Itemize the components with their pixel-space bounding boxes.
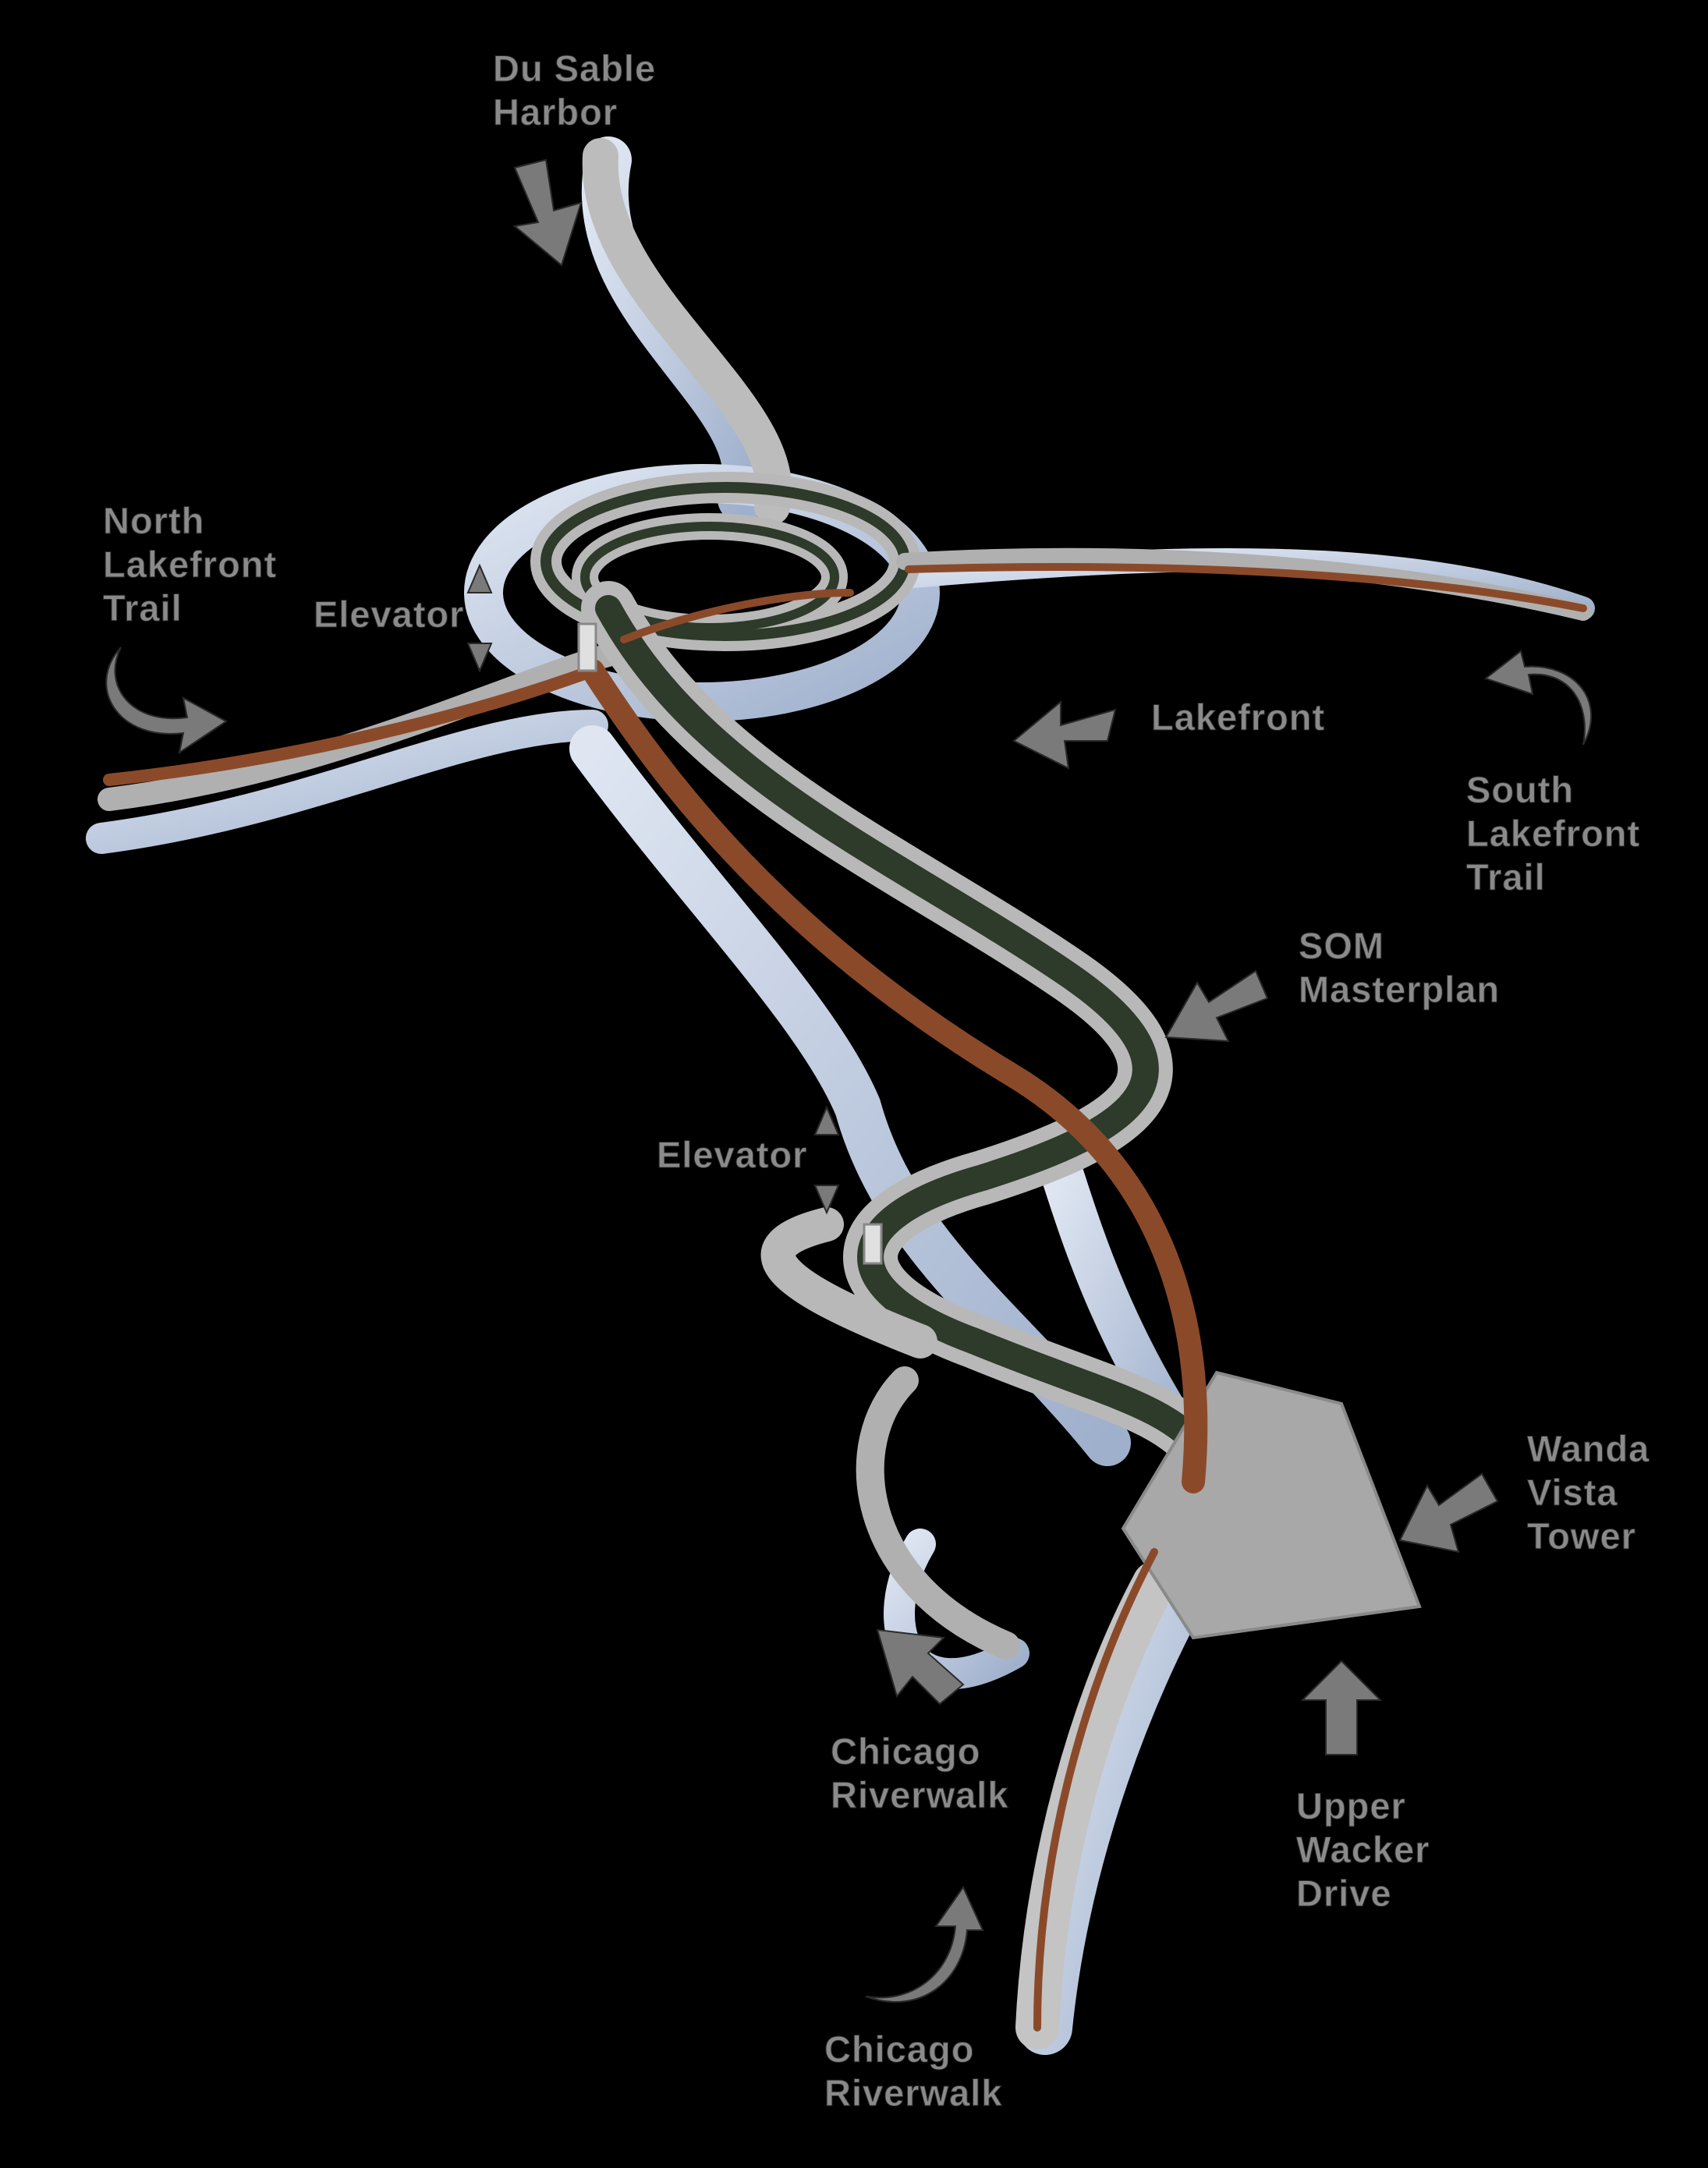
elevator-towers [577,622,883,1265]
label-elevator-mid: Elevator [656,1134,808,1176]
label-north-lakefront-trail: North Lakefront Trail [102,500,278,629]
arrow-lakefront [1012,700,1117,770]
du-sable-harbor-ramp [582,138,792,525]
label-chicago-riverwalk-lower: Chicago Riverwalk [824,2028,1003,2114]
direction-arrows [105,158,1593,2003]
arrow-south-lakefront-curved [1483,650,1593,746]
arrow-upper-wacker [1300,1660,1383,1755]
elevator-mid-down-arrow [813,1185,840,1215]
arrow-du-sable [512,158,583,267]
bridge-deck [97,138,1592,2049]
arrow-chicago-riverwalk-lower-curved [865,1885,984,2003]
label-du-sable-harbor: Du Sable Harbor [492,48,657,133]
label-south-lakefront-trail: South Lakefront Trail [1465,769,1641,898]
label-wanda-vista-tower: Wanda Vista Tower [1526,1428,1650,1557]
elevator-top-down-arrow [466,643,493,673]
label-som-masterplan: SOM Masterplan [1298,925,1501,1011]
arrow-som [1164,969,1269,1043]
label-upper-wacker-drive: Upper Wacker Drive [1295,1785,1430,1915]
arrow-wanda [1398,1472,1499,1553]
secondary-loop [760,1207,937,1359]
arrow-chicago-riverwalk-upper [876,1628,965,1706]
label-elevator-top: Elevator [313,593,465,636]
label-chicago-riverwalk-upper: Chicago Riverwalk [830,1731,1009,1816]
label-lakefront: Lakefront [1150,696,1326,739]
arrow-north-lakefront-curved [105,647,228,755]
elevator-tower-top [577,622,597,672]
rust-path [103,563,1587,2032]
riverwalk-hook [856,1366,1020,1660]
elevator-tower-mid [863,1223,883,1265]
elevator-mid-up-arrow [813,1105,840,1135]
elevator-top-up-arrow [466,563,493,593]
